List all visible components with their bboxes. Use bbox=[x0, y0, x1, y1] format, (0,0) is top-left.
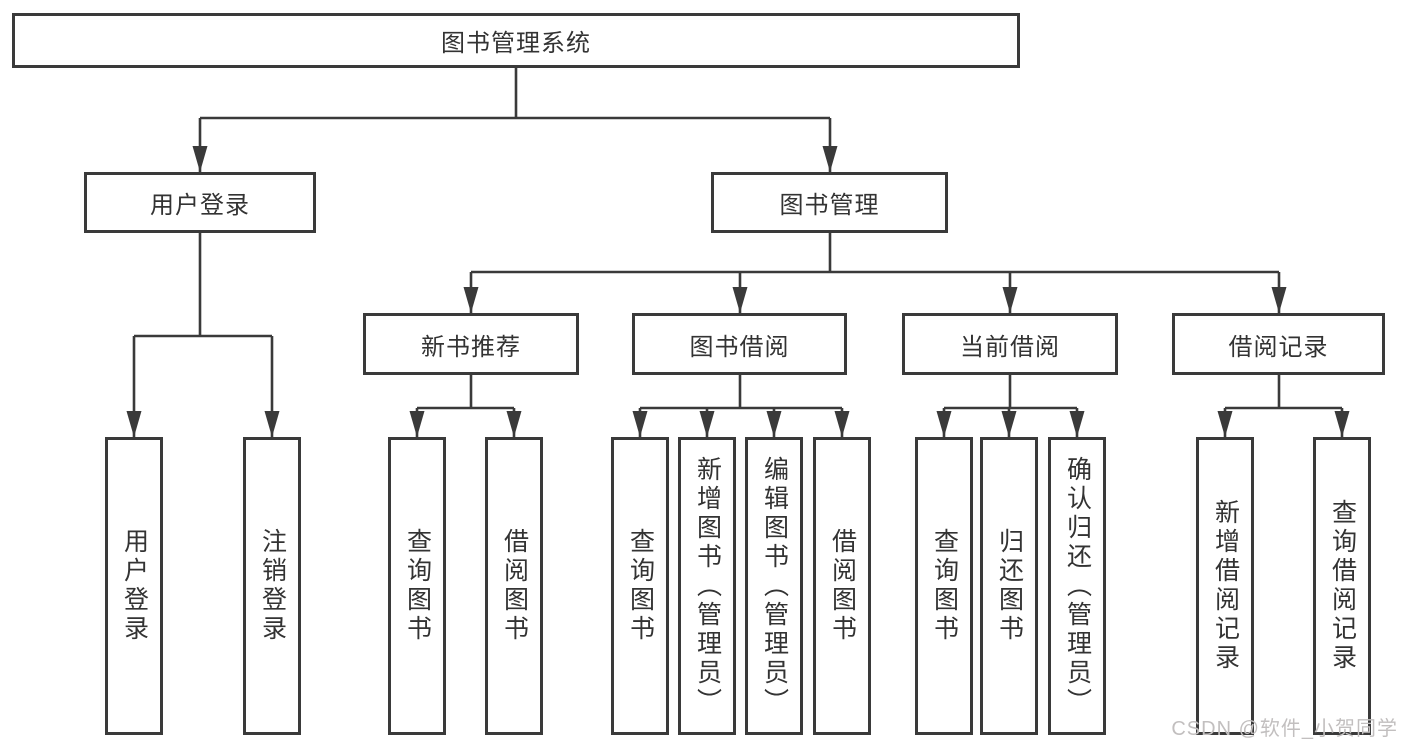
arrowhead bbox=[192, 146, 208, 172]
node-root-system: 图书管理系统 bbox=[12, 13, 1020, 68]
arrowhead bbox=[1271, 287, 1287, 313]
arrowhead bbox=[1334, 411, 1350, 437]
leaf-record-add: 新增借阅记录 bbox=[1196, 437, 1254, 735]
arrowhead bbox=[732, 287, 748, 313]
leaf-current-confirm-return-admin: 确认归还（管理员） bbox=[1048, 437, 1106, 735]
node-borrow-record: 借阅记录 bbox=[1172, 313, 1385, 375]
node-book-management: 图书管理 bbox=[711, 172, 948, 233]
arrowhead bbox=[1001, 411, 1017, 437]
node-current-borrow: 当前借阅 bbox=[902, 313, 1118, 375]
leaf-logout: 注销登录 bbox=[243, 437, 301, 735]
csdn-watermark: CSDN @软件_小贺同学 bbox=[1171, 718, 1398, 740]
node-user-login: 用户登录 bbox=[84, 172, 316, 233]
node-new-book-recommend: 新书推荐 bbox=[363, 313, 579, 375]
leaf-user-login: 用户登录 bbox=[105, 437, 163, 735]
leaf-borrow-borrow-books: 借阅图书 bbox=[813, 437, 871, 735]
arrowhead bbox=[463, 287, 479, 313]
node-book-borrow: 图书借阅 bbox=[632, 313, 847, 375]
leaf-current-query-books: 查询图书 bbox=[915, 437, 973, 735]
leaf-current-return-books: 归还图书 bbox=[980, 437, 1038, 735]
arrowhead bbox=[834, 411, 850, 437]
arrowhead bbox=[1002, 287, 1018, 313]
leaf-newbook-borrow-books: 借阅图书 bbox=[485, 437, 543, 735]
arrowhead bbox=[632, 411, 648, 437]
arrowhead bbox=[936, 411, 952, 437]
arrowhead bbox=[1069, 411, 1085, 437]
leaf-borrow-query-books: 查询图书 bbox=[611, 437, 669, 735]
arrowhead bbox=[822, 146, 838, 172]
arrowhead bbox=[126, 411, 142, 437]
arrowhead bbox=[409, 411, 425, 437]
leaf-borrow-edit-books-admin: 编辑图书（管理员） bbox=[745, 437, 803, 735]
leaf-newbook-query-books: 查询图书 bbox=[388, 437, 446, 735]
arrowhead bbox=[699, 411, 715, 437]
leaf-record-query: 查询借阅记录 bbox=[1313, 437, 1371, 735]
arrowhead bbox=[506, 411, 522, 437]
leaf-borrow-add-books-admin: 新增图书（管理员） bbox=[678, 437, 736, 735]
arrowhead bbox=[1217, 411, 1233, 437]
arrowhead bbox=[264, 411, 280, 437]
arrowhead bbox=[766, 411, 782, 437]
